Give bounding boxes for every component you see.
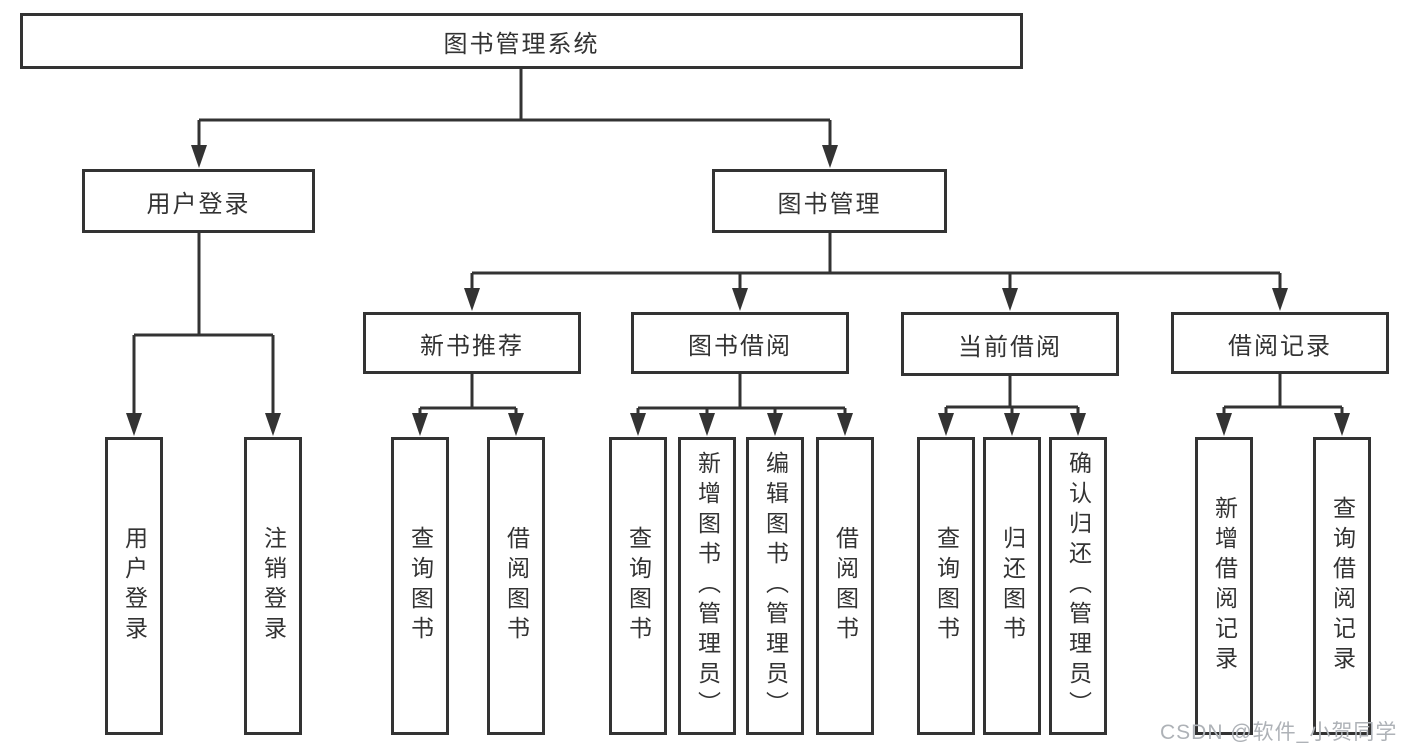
node-book-management: 图书管理 bbox=[712, 169, 947, 233]
leaf-current-confirm-return-admin: 确认归还（管理员） bbox=[1049, 437, 1107, 735]
arrowhead-icons bbox=[126, 145, 1350, 436]
node-new-book-recommend-label: 新书推荐 bbox=[420, 332, 524, 360]
leaf-current-return-books-label: 归还图书 bbox=[999, 526, 1026, 646]
leaf-current-query-books-label: 查询图书 bbox=[933, 526, 960, 646]
leaf-borrowing-add-books-admin: 新增图书（管理员） bbox=[678, 437, 736, 735]
csdn-watermark: CSDN @软件_小贺同学 bbox=[1160, 721, 1398, 744]
leaf-user-login: 用户登录 bbox=[105, 437, 163, 735]
node-user-login: 用户登录 bbox=[82, 169, 315, 233]
leaf-borrowing-add-books-admin-label: 新增图书（管理员） bbox=[694, 451, 721, 721]
node-library-management-system: 图书管理系统 bbox=[20, 13, 1023, 69]
leaf-recommend-query-books-label: 查询图书 bbox=[407, 526, 434, 646]
node-user-login-label: 用户登录 bbox=[146, 190, 251, 218]
node-borrowing-records: 借阅记录 bbox=[1171, 312, 1389, 374]
leaf-borrowing-query-books-label: 查询图书 bbox=[625, 526, 652, 646]
leaf-records-add-record: 新增借阅记录 bbox=[1195, 437, 1253, 735]
leaf-current-confirm-return-admin-label: 确认归还（管理员） bbox=[1065, 451, 1092, 721]
leaf-current-return-books: 归还图书 bbox=[983, 437, 1041, 735]
leaf-recommend-query-books: 查询图书 bbox=[391, 437, 449, 735]
node-book-management-label: 图书管理 bbox=[777, 190, 882, 218]
node-book-borrowing-label: 图书借阅 bbox=[688, 332, 792, 360]
leaf-borrowing-borrow-books-label: 借阅图书 bbox=[832, 526, 859, 646]
connector-branches bbox=[132, 69, 1344, 418]
leaf-records-query-record-label: 查询借阅记录 bbox=[1329, 496, 1356, 676]
node-library-management-system-label: 图书管理系统 bbox=[443, 30, 600, 58]
leaf-records-query-record: 查询借阅记录 bbox=[1313, 437, 1371, 735]
node-current-borrowing-label: 当前借阅 bbox=[958, 333, 1062, 361]
node-book-borrowing: 图书借阅 bbox=[631, 312, 849, 374]
leaf-borrowing-borrow-books: 借阅图书 bbox=[816, 437, 874, 735]
leaf-records-add-record-label: 新增借阅记录 bbox=[1211, 496, 1238, 676]
node-current-borrowing: 当前借阅 bbox=[901, 312, 1119, 376]
leaf-user-login-label: 用户登录 bbox=[121, 526, 148, 646]
leaf-borrowing-query-books: 查询图书 bbox=[609, 437, 667, 735]
leaf-current-query-books: 查询图书 bbox=[917, 437, 975, 735]
leaf-logout: 注销登录 bbox=[244, 437, 302, 735]
leaf-borrowing-edit-books-admin-label: 编辑图书（管理员） bbox=[762, 451, 789, 721]
leaf-recommend-borrow-books-label: 借阅图书 bbox=[503, 526, 530, 646]
node-borrowing-records-label: 借阅记录 bbox=[1228, 332, 1332, 360]
leaf-logout-label: 注销登录 bbox=[260, 526, 287, 646]
node-new-book-recommend: 新书推荐 bbox=[363, 312, 581, 374]
leaf-recommend-borrow-books: 借阅图书 bbox=[487, 437, 545, 735]
leaf-borrowing-edit-books-admin: 编辑图书（管理员） bbox=[746, 437, 804, 735]
